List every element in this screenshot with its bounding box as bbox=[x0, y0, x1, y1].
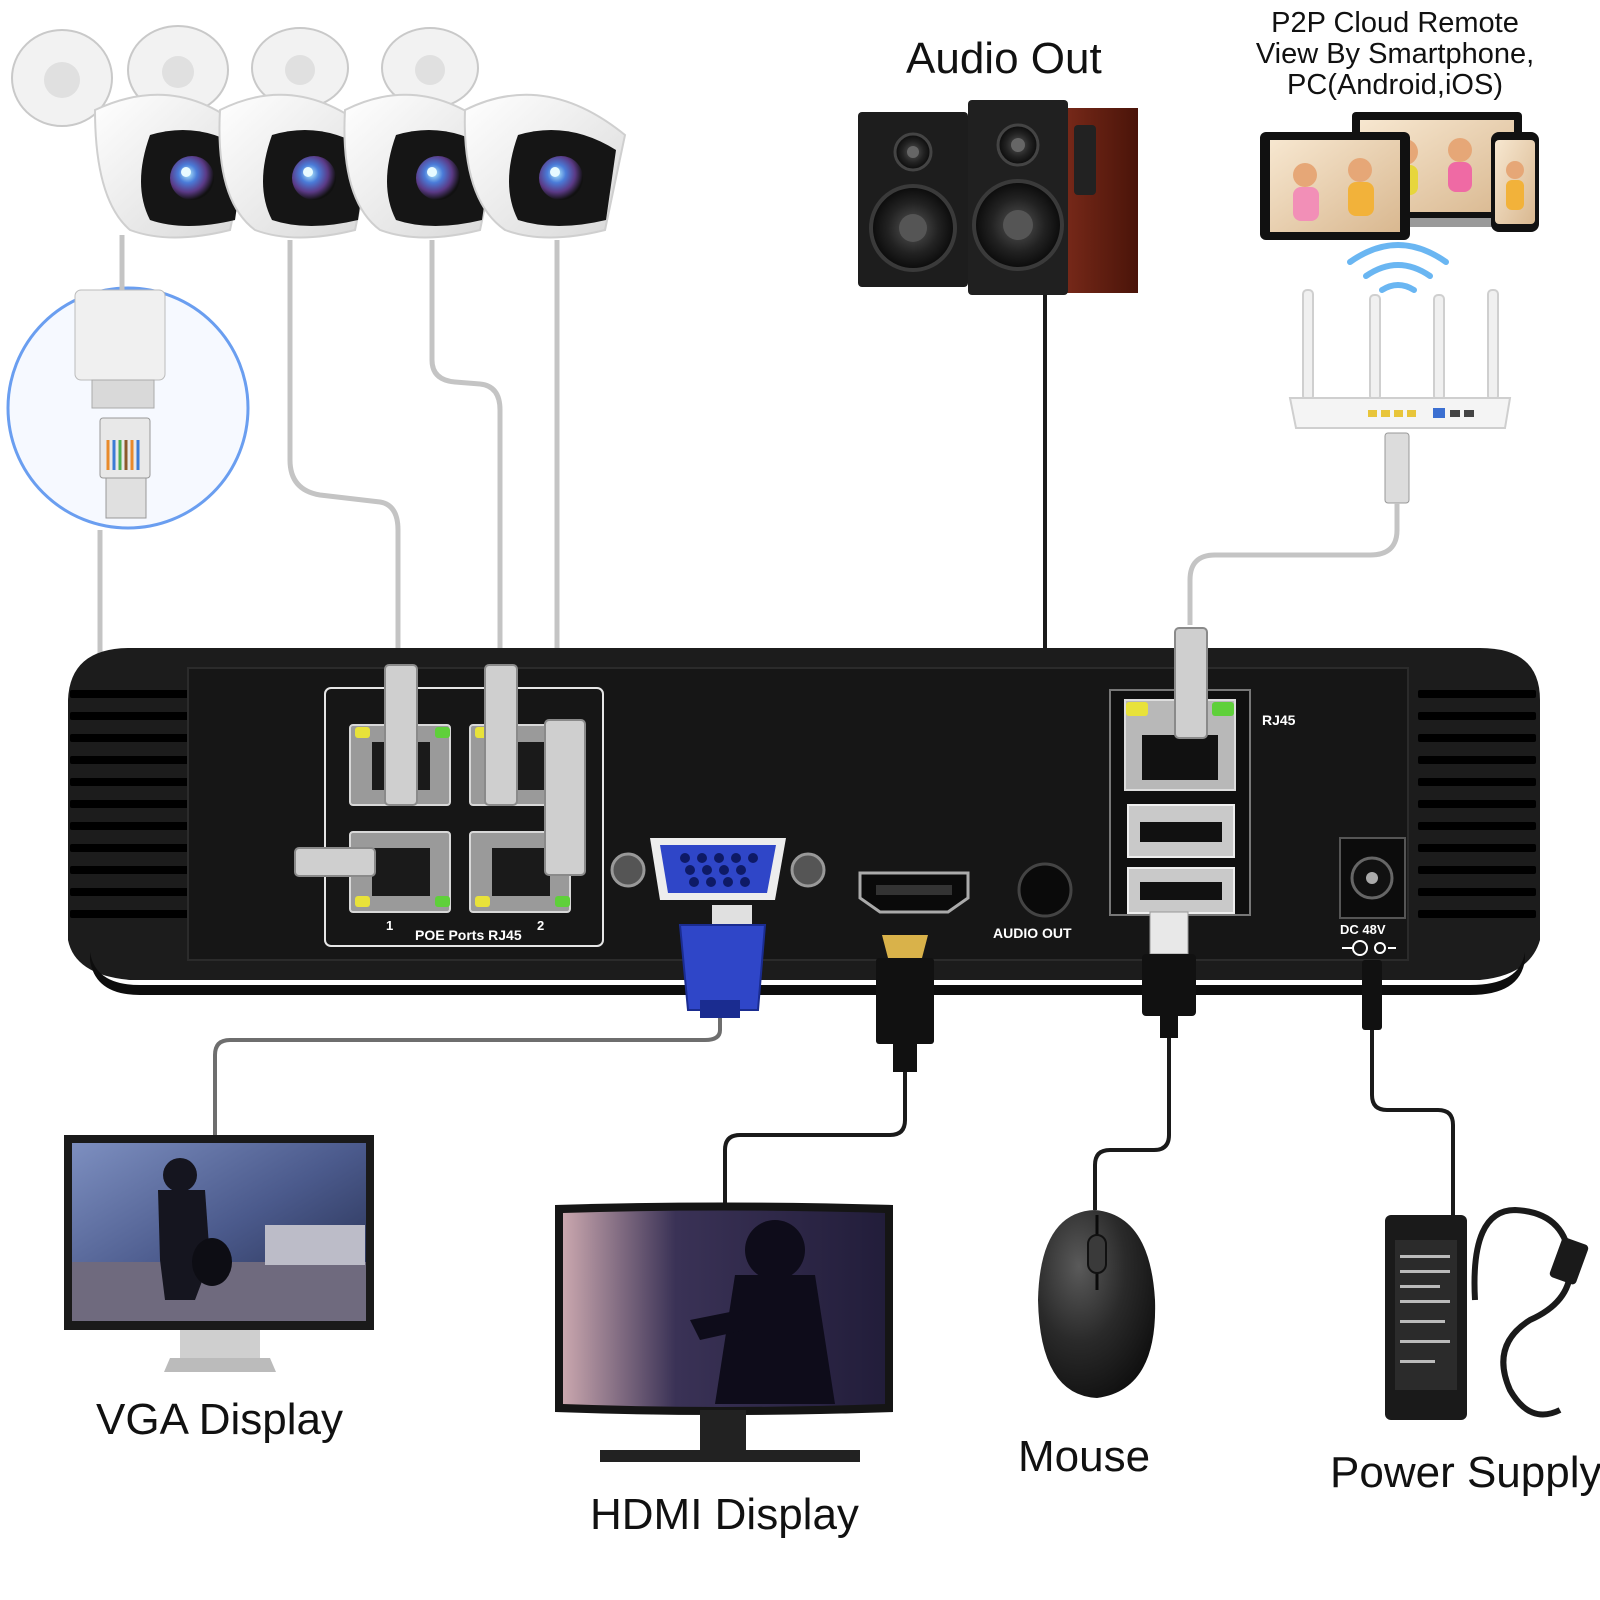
speaker-icon bbox=[858, 112, 968, 287]
camera-icon bbox=[93, 93, 252, 239]
dc-label: DC 48V bbox=[1340, 922, 1386, 937]
audio-out-port-label: AUDIO OUT bbox=[993, 925, 1072, 941]
mouse-label: Mouse bbox=[1018, 1432, 1151, 1481]
poe-ports-label: POE Ports RJ45 bbox=[415, 927, 522, 943]
mouse-icon bbox=[1038, 1210, 1156, 1398]
camera-icon bbox=[218, 93, 377, 239]
port-2-label: 2 bbox=[537, 918, 544, 933]
vga-display-label: VGA Display bbox=[96, 1395, 343, 1444]
tablet-icon bbox=[1260, 132, 1410, 240]
port-1-label: 1 bbox=[386, 918, 393, 933]
wifi-icon bbox=[1347, 242, 1449, 293]
p2p-line-1: P2P Cloud Remote bbox=[1271, 7, 1519, 39]
dc-cable bbox=[1362, 960, 1455, 1215]
router-cable bbox=[1187, 432, 1410, 625]
audio-out-title: Audio Out bbox=[906, 34, 1102, 83]
usb-cable bbox=[1093, 911, 1196, 1210]
camera-icon bbox=[463, 93, 627, 239]
p2p-line-2: View By Smartphone, bbox=[1255, 38, 1535, 70]
p2p-caption: P2P Cloud Remote View By Smartphone, PC(… bbox=[1245, 8, 1545, 101]
vga-cable bbox=[213, 905, 767, 1145]
router-icon bbox=[1288, 289, 1512, 429]
rj45-label: RJ45 bbox=[1262, 712, 1296, 728]
p2p-line-3: PC(Android,iOS) bbox=[1287, 69, 1503, 101]
power-supply-label: Power Supply bbox=[1330, 1448, 1600, 1497]
hdmi-cable bbox=[723, 935, 934, 1210]
phone-icon bbox=[1491, 132, 1539, 232]
hdmi-display-label: HDMI Display bbox=[590, 1490, 859, 1539]
camera-mounts bbox=[11, 25, 479, 127]
monitor-icon bbox=[555, 1202, 893, 1462]
nvr-recorder bbox=[68, 627, 1540, 995]
monitor-icon bbox=[64, 1135, 374, 1372]
power-adapter-icon bbox=[1385, 1206, 1589, 1420]
connector-detail-circle bbox=[6, 286, 250, 530]
speaker-icon bbox=[968, 100, 1138, 295]
